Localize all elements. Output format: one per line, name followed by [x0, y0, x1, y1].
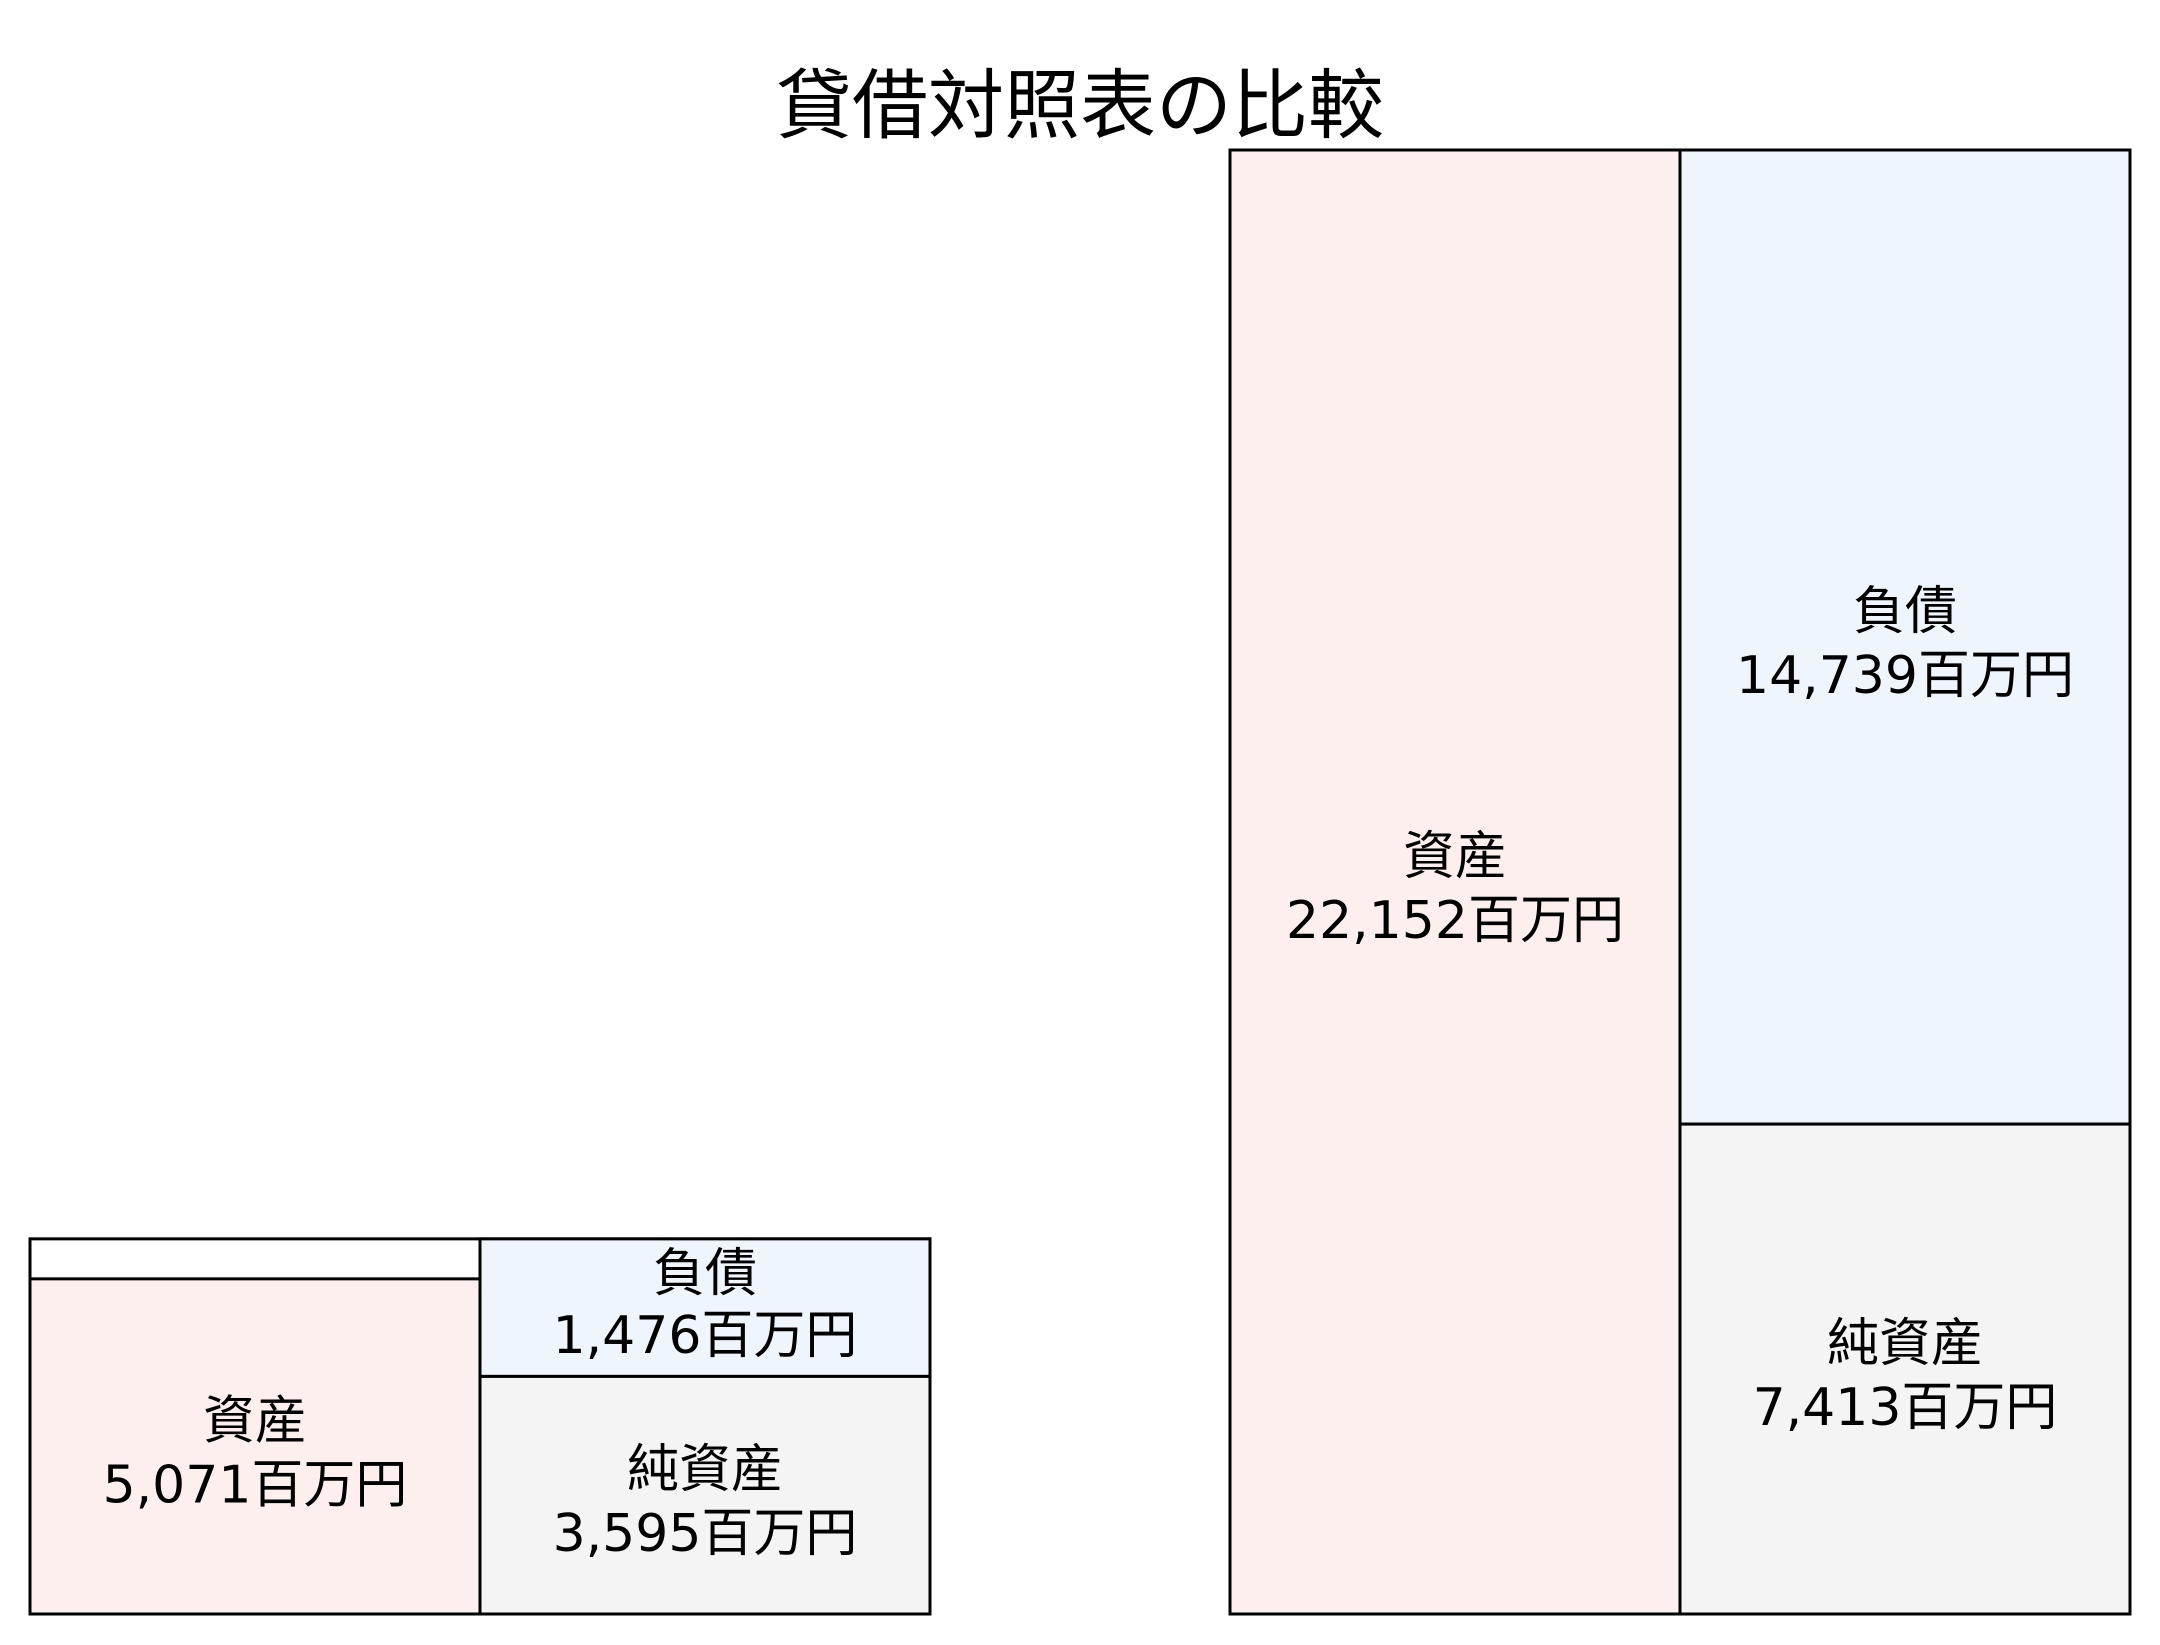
liabilities-1-rect: [478, 1237, 932, 1378]
equity-1-value-label: 3,595百万円: [553, 1504, 858, 1564]
chart-title: 貸借対照表の比較: [776, 61, 1384, 150]
assets-2-label: 資産: [1403, 827, 1507, 887]
equity-2-cell: [1678, 1122, 2132, 1616]
liabilities-1-cell: [478, 1237, 932, 1378]
assets-2-rect: [1228, 148, 1682, 1616]
liabilities-2-label: 負債: [1853, 582, 1957, 642]
liabilities-2-value-label: 14,739百万円: [1736, 646, 2074, 706]
liabilities-2-rect: [1678, 148, 2132, 1126]
equity-1-cell: [478, 1374, 932, 1616]
equity-2-rect: [1678, 1122, 2132, 1616]
assets-1-cell: [28, 1277, 482, 1616]
assets-1-rect: [28, 1277, 482, 1616]
liabilities-1-text: 負債1,476百万円: [553, 1244, 858, 1366]
assets-1-text: 資産5,071百万円: [103, 1391, 408, 1515]
liabilities-1-label: 負債: [653, 1244, 757, 1304]
equity-2-label: 純資産: [1827, 1314, 1983, 1374]
liabilities-2-cell: [1678, 148, 2132, 1126]
equity-1-label: 純資産: [627, 1440, 783, 1500]
equity-1-rect: [478, 1374, 932, 1616]
assets-1-value-label: 5,071百万円: [103, 1455, 408, 1515]
assets-2-value-label: 22,152百万円: [1286, 891, 1624, 951]
equity-2-value-label: 7,413百万円: [1753, 1378, 2058, 1438]
assets-2-cell: [1228, 148, 1682, 1616]
liabilities-1-value-label: 1,476百万円: [553, 1306, 858, 1366]
assets-1-label: 資産: [203, 1391, 307, 1451]
